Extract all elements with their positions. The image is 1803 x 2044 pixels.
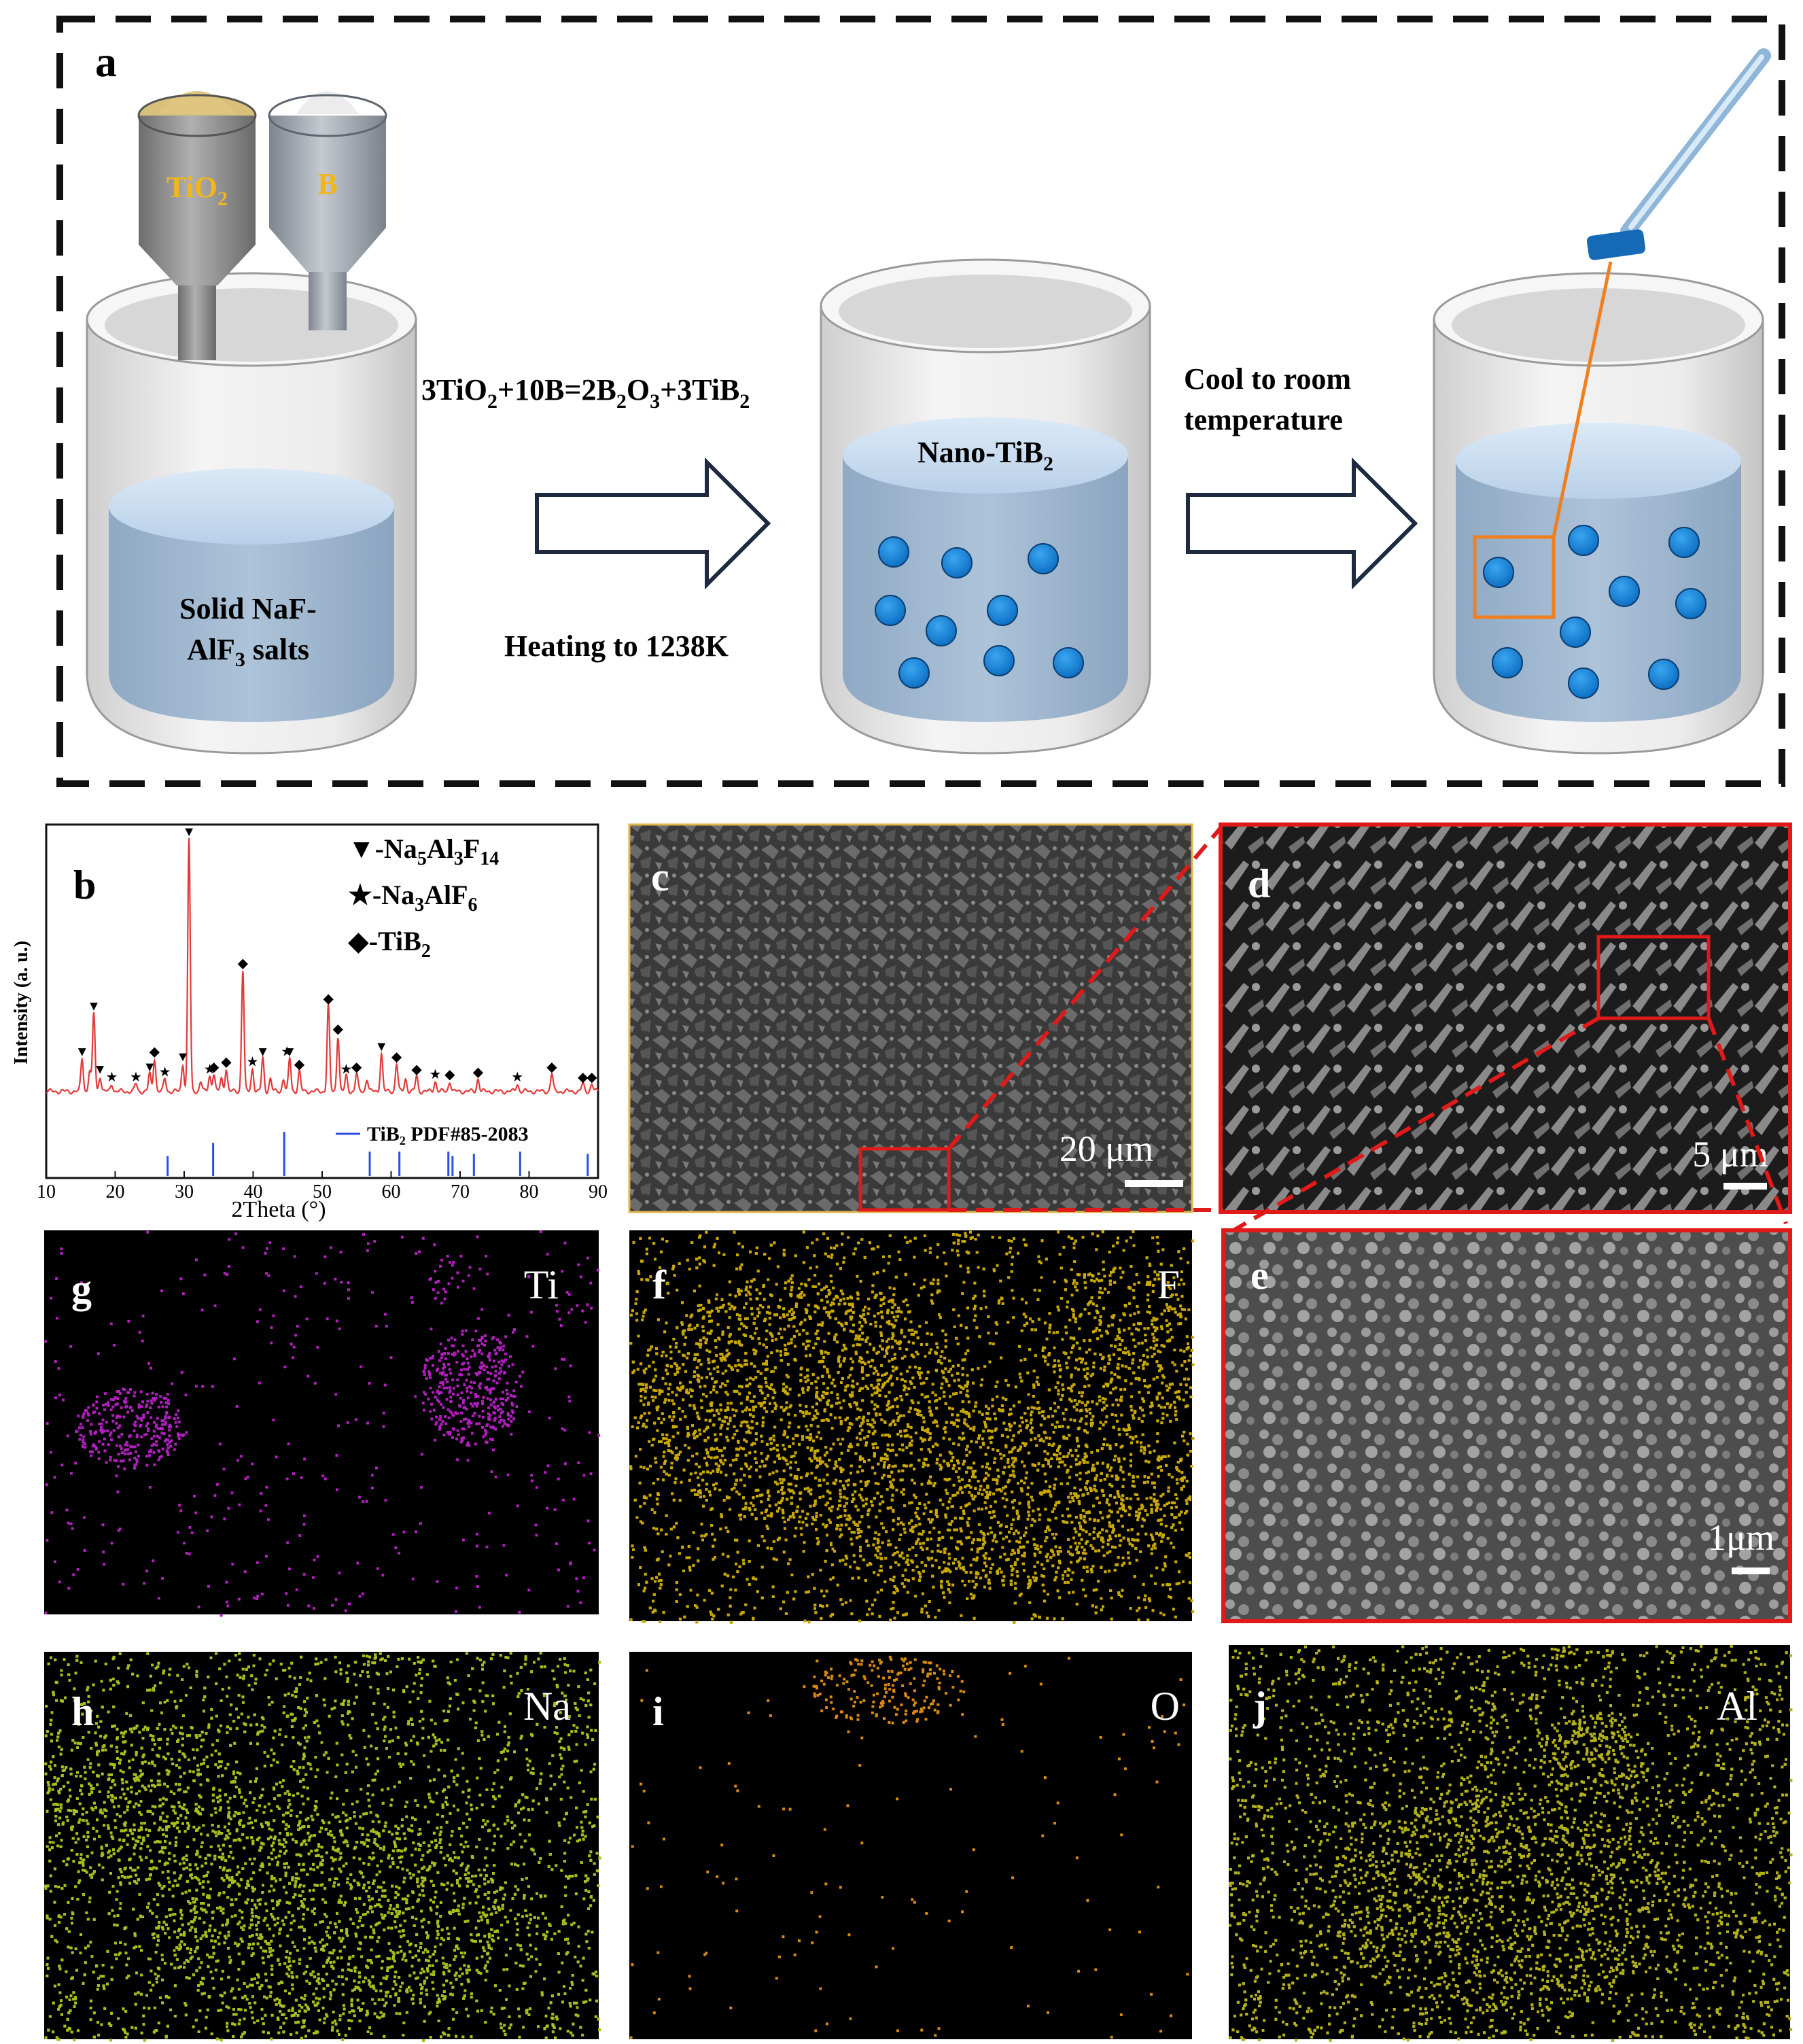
panel-g-letter: g [71,1266,92,1311]
element-label-o: O [1151,1684,1180,1729]
x-tick-label: 50 [313,1181,332,1202]
panel-g: g Ti [44,1230,600,1616]
phase-marker: ◆ [546,1060,557,1075]
phase-marker: ◆ [323,992,334,1007]
scale-bar-d [1723,1183,1767,1190]
y-axis-label: Intensity (a. u.) [11,941,32,1064]
phase-marker: ▼ [93,1062,107,1077]
phase-marker: ◆ [221,1055,232,1070]
eds-map-ti [44,1230,599,1614]
phase-marker: ◆ [150,1045,160,1060]
panel-a-letter: a [95,37,117,86]
phase-marker: ▼ [256,1045,270,1060]
phase-marker: ▼ [143,1060,156,1075]
phase-marker: ▼ [374,1039,388,1054]
beaker-right [1434,262,1763,753]
phase-marker: ◆ [209,1060,220,1075]
element-label-na: Na [523,1684,571,1729]
panel-h-letter: h [71,1689,94,1734]
panel-d-letter: d [1248,861,1270,906]
panel-f-letter: f [652,1262,667,1307]
element-label-f: F [1157,1262,1180,1307]
x-tick-label: 90 [589,1181,608,1202]
scale-label-c: 20 μm [1060,1128,1153,1169]
panel-i: i O [629,1652,1192,2039]
panel-j: j Al [1229,1645,1793,2042]
salt-label-line1: Solid NaF- [179,592,317,625]
panel-d: d 5 μm [1221,825,1790,1212]
phase-marker: ◆ [473,1064,484,1079]
reference-legend-label: TiB₂ PDF#85-2083 [367,1123,529,1145]
arrow-1 [537,462,768,585]
reaction-equation: 3TiO2+10B=2B2O3+3TiB2 [421,373,750,413]
panel-c: c 20 μm [629,825,1192,1212]
panel-e: e 1μm [1223,1230,1790,1621]
phase-marker: ◆ [294,1057,305,1072]
phase-marker: ★ [429,1067,441,1082]
phase-marker: ◆ [411,1062,422,1077]
panel-b-letter: b [73,863,96,907]
x-tick-label: 60 [382,1181,401,1202]
x-tick-label: 80 [520,1181,539,1202]
x-tick-label: 70 [451,1181,470,1202]
element-label-ti: Ti [524,1262,559,1307]
x-tick-label: 30 [175,1181,194,1202]
phase-marker: ◆ [333,1022,344,1037]
cool-label-line1: Cool to room [1184,362,1351,396]
beaker-middle: Nano-TiB2 [821,260,1150,753]
heating-label: Heating to 1238K [504,629,729,663]
panel-a: a Solid NaF- AlF3 salts TiO2 [60,19,1782,784]
panel-f: f F [629,1230,1195,1624]
phase-marker: ▼ [75,1045,89,1060]
scale-bar-c [1125,1180,1183,1187]
phase-marker: ◆ [587,1070,597,1085]
phase-marker: ▼ [182,825,196,839]
phase-marker: ◆ [238,956,249,971]
eds-map-o [629,1652,1192,2039]
beaker-left: Solid NaF- AlF3 salts [87,273,416,753]
pipette-icon [1586,56,1764,261]
phase-marker: ★ [130,1070,142,1085]
x-tick-label: 10 [37,1181,56,1202]
phase-marker: ★ [340,1062,353,1077]
phase-marker: ★ [511,1070,523,1085]
phase-marker: ◆ [351,1060,362,1075]
phase-marker: ▼ [176,1050,190,1064]
salt-label-line2: AlF3 salts [187,633,309,671]
element-label-al: Al [1717,1684,1757,1729]
phase-marker: ▼ [87,999,101,1014]
x-tick-label: 40 [244,1181,263,1202]
phase-marker: ★ [159,1064,171,1079]
panel-h: h Na [44,1652,601,2042]
phase-marker: ★ [105,1070,118,1085]
panel-c-letter: c [651,854,669,899]
phase-marker: ◆ [444,1067,455,1082]
phase-marker: ◆ [391,1050,402,1064]
hopper-b-label: B [317,167,337,201]
sem-image-e [1223,1230,1790,1621]
scale-bar-e [1732,1567,1770,1574]
scale-label-e: 1μm [1708,1517,1774,1558]
cool-label-line2: temperature [1184,403,1343,436]
arrow-2 [1188,462,1415,585]
panel-j-letter: j [1253,1684,1267,1729]
x-tick-label: 20 [106,1181,125,1202]
scale-label-d: 5 μm [1692,1134,1768,1175]
panel-e-letter: e [1250,1253,1269,1298]
panel-i-letter: i [652,1689,664,1734]
